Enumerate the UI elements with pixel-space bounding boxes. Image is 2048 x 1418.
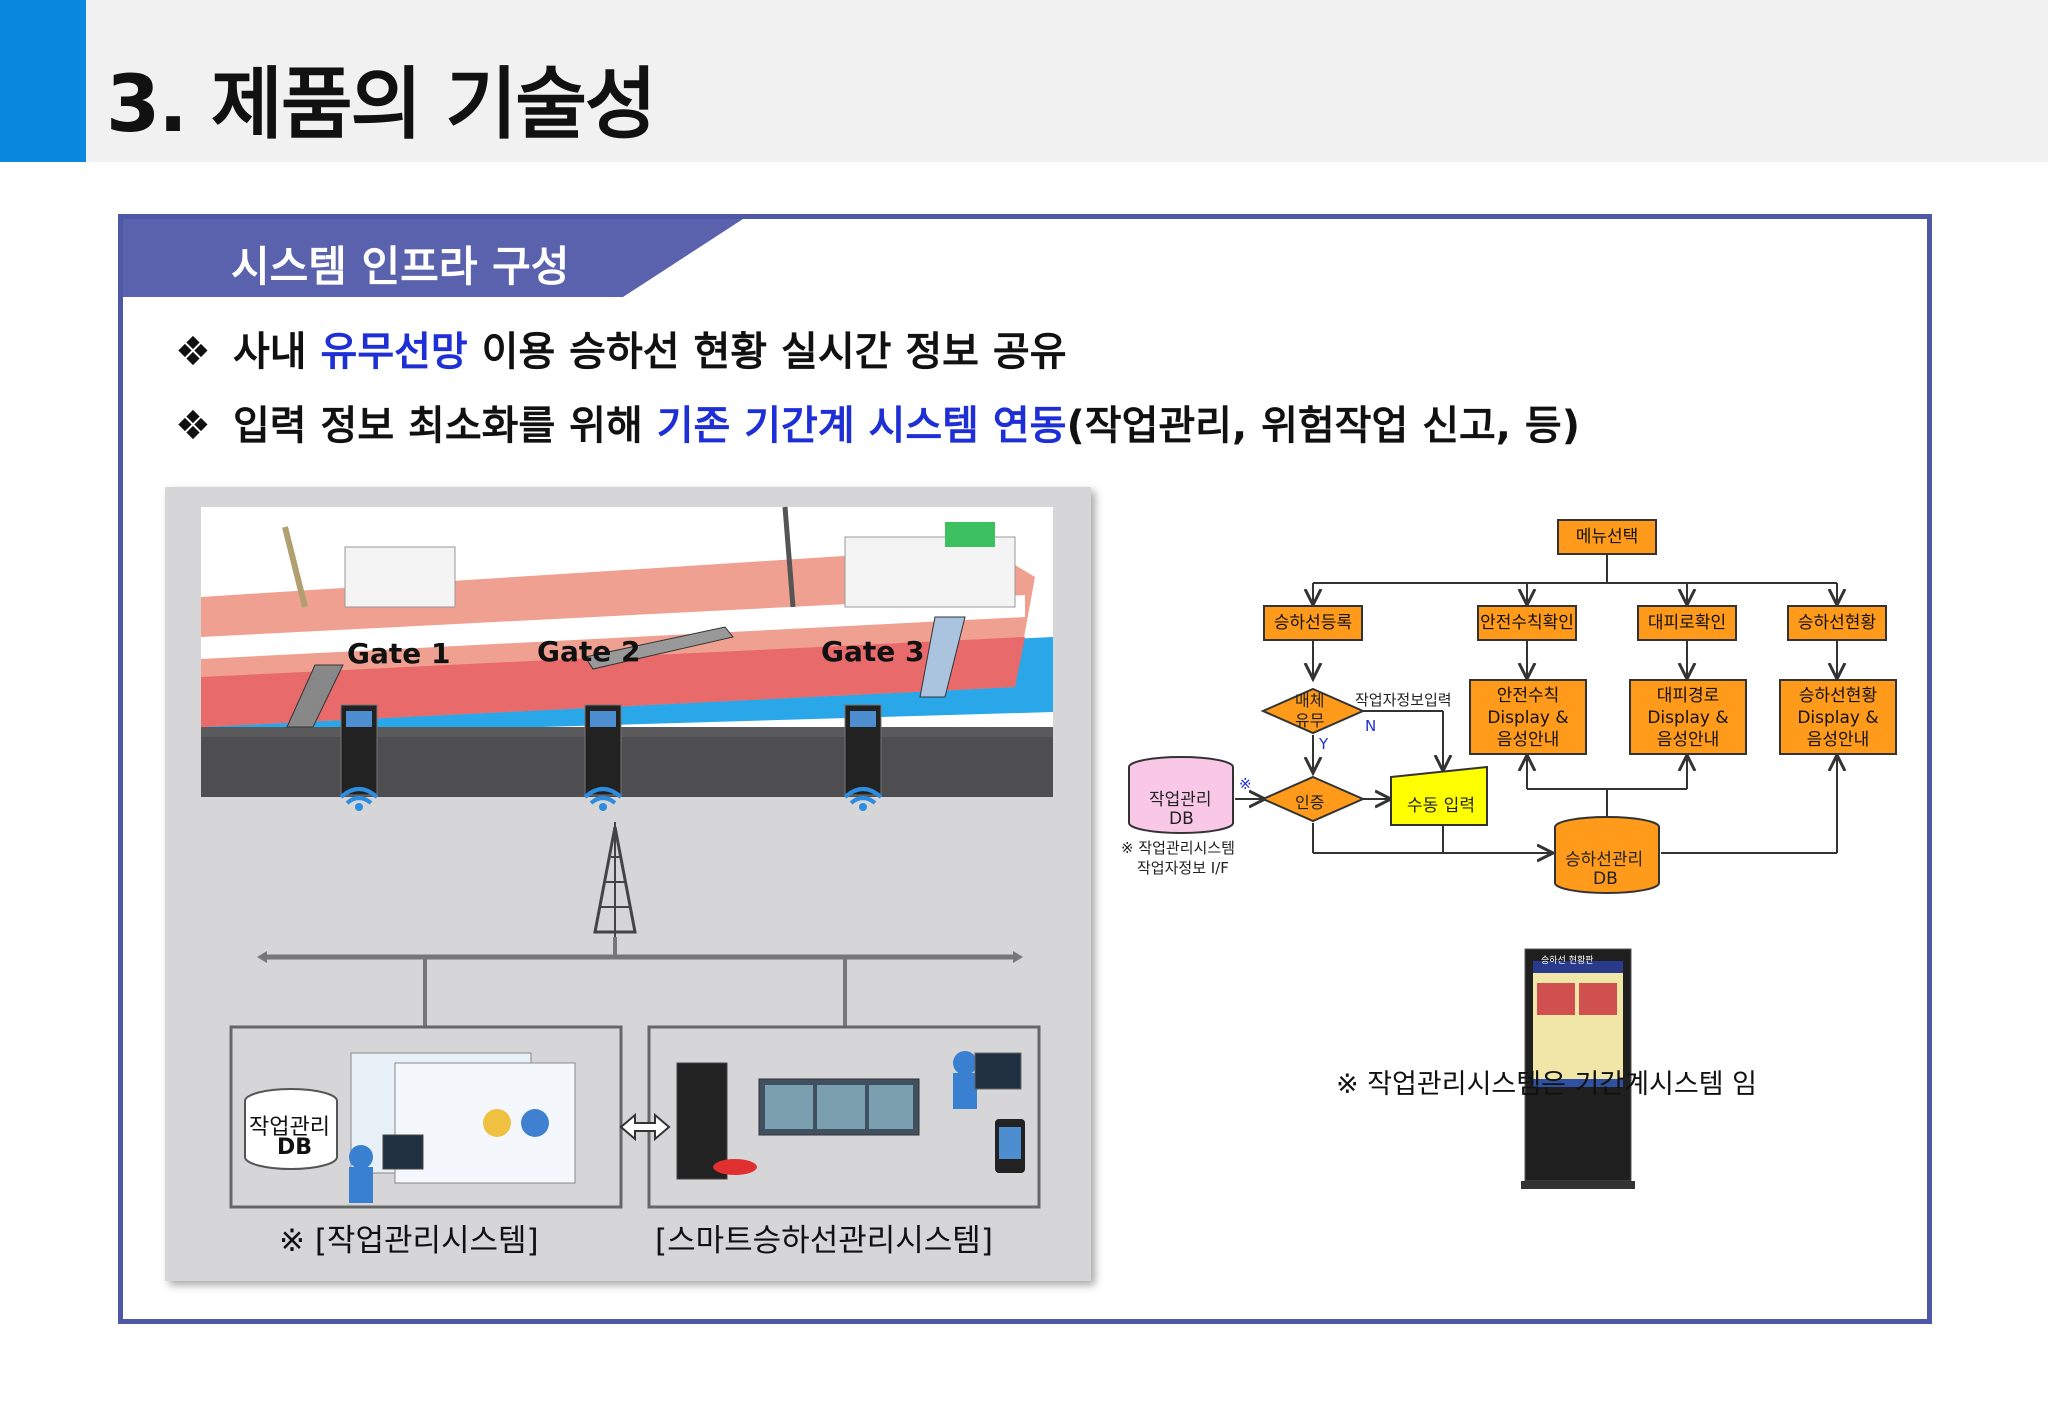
- flow-decision-media: 유무: [1295, 711, 1325, 730]
- bullet-2: ❖ 입력 정보 최소화를 위해 기존 기간계 시스템 연동(작업관리, 위험작업 …: [175, 393, 1580, 451]
- bullet-text-post: (작업관리, 위험작업 신고, 등): [1066, 403, 1581, 449]
- flow-branch: 안전수칙확인: [1477, 605, 1577, 641]
- flow-decision-auth: 인증: [1295, 793, 1325, 812]
- flow-boarding-db: DB: [1593, 869, 1618, 889]
- kiosk-screen-title: 승하선 현황판: [1541, 956, 1594, 966]
- flow-display-safety: 안전수칙 Display & 음성안내: [1469, 679, 1587, 755]
- flow-decision-media: 매체: [1295, 691, 1325, 710]
- caption-smart-boarding: [스마트승하선관리시스템]: [655, 1223, 993, 1259]
- header-bar: [0, 0, 2048, 162]
- bullet-highlight: 유무선망: [320, 329, 468, 375]
- flow-work-db-note: 작업자정보 I/F: [1137, 859, 1229, 877]
- flow-menu-select: 메뉴선택: [1557, 519, 1657, 555]
- caption-work-management: ※ [작업관리시스템]: [279, 1223, 539, 1259]
- section-tab: 시스템 인프라 구성: [123, 219, 743, 297]
- flow-work-db: 작업관리: [1149, 790, 1212, 810]
- bullet-text-pre: 사내: [233, 329, 321, 375]
- flow-work-db-note: ※ 작업관리시스템: [1121, 839, 1235, 857]
- flow-display-line: 음성안내: [1496, 730, 1560, 751]
- gate-label: Gate 3: [821, 635, 925, 668]
- bullet-mark: ❖: [175, 329, 211, 375]
- flow-branch: 승하선등록: [1263, 605, 1363, 641]
- flow-display-line: Display &: [1487, 708, 1569, 729]
- flow-display-evacuation: 대피경로 Display & 음성안내: [1629, 679, 1747, 755]
- gate-label: Gate 2: [537, 635, 641, 668]
- flow-work-db: DB: [1169, 809, 1194, 829]
- flow-yes-label: Y: [1319, 735, 1329, 753]
- flow-branch: 승하선현황: [1787, 605, 1887, 641]
- section-title: 시스템 인프라 구성: [231, 242, 570, 291]
- flow-display-line: Display &: [1797, 708, 1879, 729]
- flow-display-line: 음성안내: [1806, 730, 1870, 751]
- flow-manual-input: 수동 입력: [1407, 796, 1475, 816]
- infrastructure-illustration: Gate 1 Gate 2 Gate 3 작업관리 DB ※ [작업관리시스템]…: [165, 487, 1091, 1281]
- flow-worker-info-label: 작업자정보입력: [1355, 691, 1452, 709]
- flow-display-line: 음성안내: [1656, 730, 1720, 751]
- bullet-text-post: 이용 승하선 현황 실시간 정보 공유: [467, 329, 1067, 375]
- content-frame: 시스템 인프라 구성 ❖사내 유무선망 이용 승하선 현황 실시간 정보 공유 …: [118, 214, 1932, 1324]
- flow-display-line: 대피경로: [1656, 686, 1720, 706]
- flow-display-line: 승하선현황: [1798, 686, 1878, 706]
- db-label: 작업관리: [249, 1115, 330, 1140]
- section-tab-shape: [123, 219, 743, 297]
- footnote: ※ 작업관리시스템은 기간계시스템 임: [1336, 1069, 1757, 1100]
- bullet-1: ❖ 사내 유무선망 이용 승하선 현황 실시간 정보 공유: [175, 319, 1067, 377]
- bullet-highlight: 기존 기간계 시스템 연동: [656, 403, 1067, 449]
- header-accent: [0, 0, 86, 162]
- flow-display-line: 안전수칙: [1496, 686, 1560, 706]
- flow-display-line: Display &: [1647, 708, 1729, 729]
- flow-branch: 대피로확인: [1637, 605, 1737, 641]
- page-title: 3. 제품의 기술성: [106, 60, 657, 150]
- db-label: DB: [277, 1135, 313, 1160]
- flow-work-db-note-mark: ※: [1239, 775, 1252, 793]
- bullet-text-pre: 입력 정보 최소화를 위해: [233, 403, 657, 449]
- bullet-mark: ❖: [175, 403, 211, 449]
- flow-display-status: 승하선현황 Display & 음성안내: [1779, 679, 1897, 755]
- flow-boarding-db: 승하선관리: [1565, 850, 1644, 870]
- flow-no-label: N: [1365, 717, 1377, 735]
- gate-label: Gate 1: [347, 637, 451, 670]
- ship-dock-illustration: [201, 506, 1053, 1209]
